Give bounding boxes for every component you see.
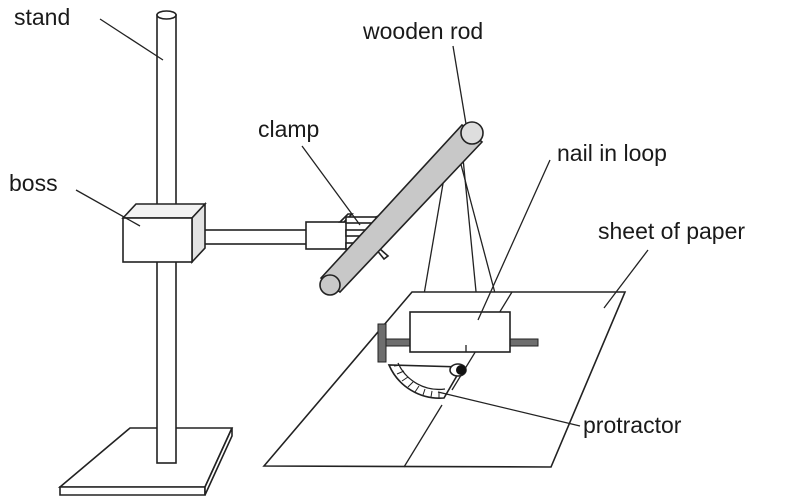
label-wooden-rod: wooden rod [362, 18, 483, 44]
label-sheet-of-paper: sheet of paper [598, 218, 745, 244]
label-boss: boss [9, 170, 58, 196]
protractor [387, 362, 467, 399]
wooden-rod [319, 121, 484, 296]
boss-block [121, 201, 207, 265]
hanging-block [409, 311, 511, 353]
label-stand: stand [14, 4, 70, 30]
boss-arm [189, 229, 309, 245]
leader-lines [75, 18, 649, 427]
label-protractor: protractor [583, 412, 682, 438]
label-clamp: clamp [258, 116, 319, 142]
label-nail-in-loop: nail in loop [557, 140, 667, 166]
stand-base [57, 427, 234, 496]
